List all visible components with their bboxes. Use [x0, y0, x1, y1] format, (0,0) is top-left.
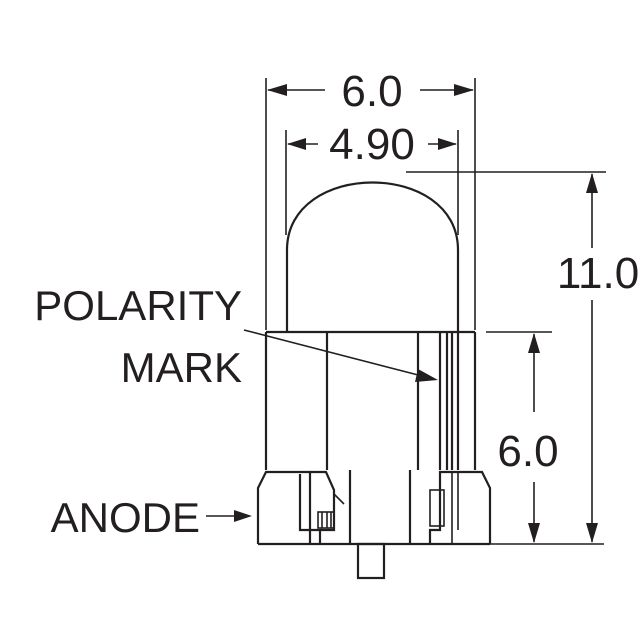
- lens-width-dimension: 4.90: [285, 120, 459, 235]
- led-dome: [285, 181, 460, 332]
- total-height-dimension: 11.0: [406, 171, 639, 543]
- outer-width-dimension: 6.0: [265, 67, 476, 330]
- total-height-value: 11.0: [557, 249, 639, 298]
- lens-width-value: 4.90: [329, 120, 415, 169]
- anode-terminal: [256, 470, 350, 545]
- bottom-pin: [356, 542, 386, 580]
- polarity-label-line2: MARK: [121, 344, 242, 391]
- cathode-terminal: [428, 470, 492, 544]
- polarity-label-line1: POLARITY: [34, 282, 242, 329]
- anode-leader-arrow: [206, 510, 252, 522]
- anode-label: ANODE: [51, 494, 200, 541]
- body-height-dimension: 6.0: [486, 331, 604, 545]
- outer-width-value: 6.0: [341, 67, 402, 116]
- polarity-leader-arrow: [243, 329, 438, 382]
- body-height-value: 6.0: [497, 427, 558, 476]
- led-housing: [258, 330, 490, 546]
